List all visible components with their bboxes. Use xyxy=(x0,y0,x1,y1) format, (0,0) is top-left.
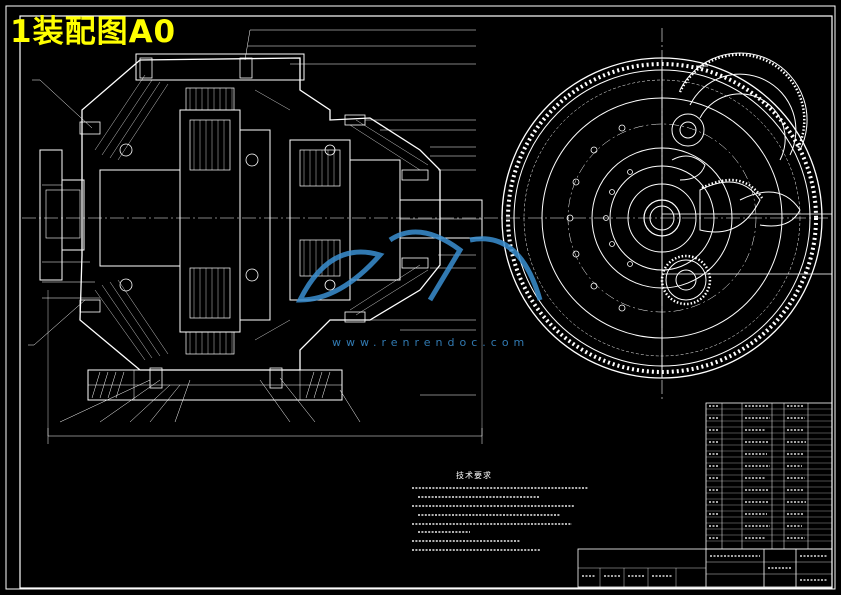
watermark-text: www.renrendoc.com xyxy=(332,336,529,349)
housing-outline xyxy=(79,57,441,371)
parts-list xyxy=(705,402,833,550)
inner-frame xyxy=(19,15,833,589)
drawing-title: 1装配图A0 xyxy=(10,14,177,50)
input-flange xyxy=(39,149,63,281)
leader-lines xyxy=(28,29,476,423)
technical-requirements-body xyxy=(412,487,588,551)
watermark-logo xyxy=(295,229,543,303)
outer-frame xyxy=(5,5,836,590)
section-view xyxy=(39,53,483,444)
end-view xyxy=(501,52,833,379)
title-block xyxy=(577,548,833,588)
technical-requirements-heading: 技术要求 xyxy=(456,471,492,480)
